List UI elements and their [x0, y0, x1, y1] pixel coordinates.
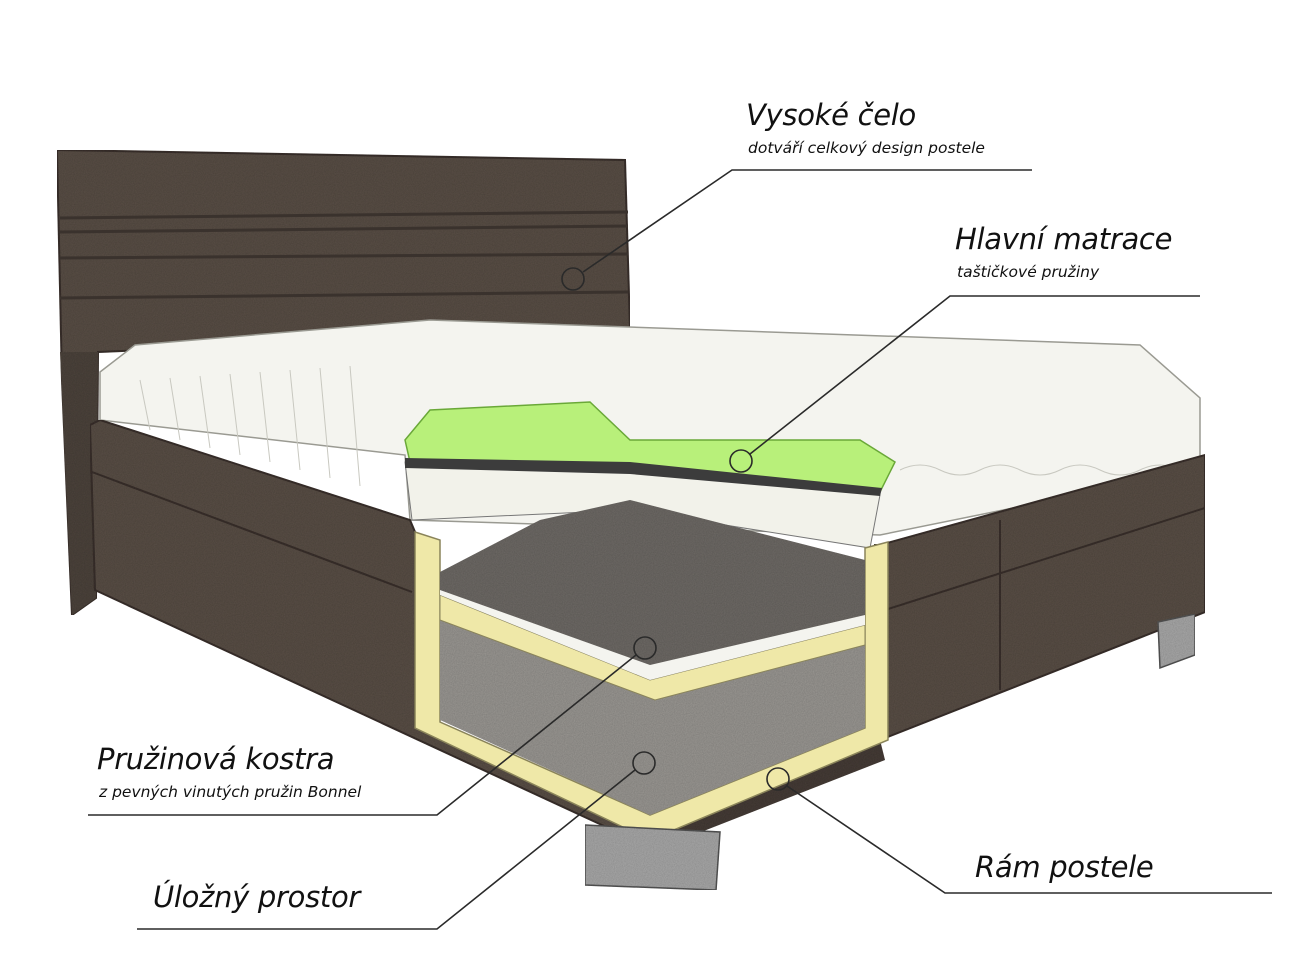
label-spring-frame-subtitle: z pevných vinutých pružin Bonnel — [99, 783, 362, 801]
bed-legs — [584, 613, 1196, 891]
label-headboard-subtitle: dotváří celkový design postele — [748, 139, 985, 157]
bed-base — [88, 418, 1206, 852]
label-mattress-title: Hlavní matrace — [955, 222, 1173, 256]
label-spring-frame-title: Pružinová kostra — [97, 742, 335, 776]
mattress — [99, 319, 1201, 536]
frame-cutaway — [414, 500, 889, 841]
label-mattress-subtitle: taštičkové pružiny — [957, 263, 1100, 281]
label-storage-title: Úložný prostor — [153, 880, 361, 914]
leader-spring-frame — [88, 636, 657, 816]
leader-storage — [137, 751, 656, 930]
headboard-stripes — [59, 210, 629, 300]
label-bed-frame-title: Rám postele — [975, 850, 1154, 884]
label-headboard-title: Vysoké čelo — [746, 98, 916, 132]
callout-leaders — [88, 169, 1272, 930]
leader-headboard — [561, 169, 1032, 291]
leader-bed-frame — [766, 767, 1272, 894]
leader-mattress — [729, 295, 1200, 473]
